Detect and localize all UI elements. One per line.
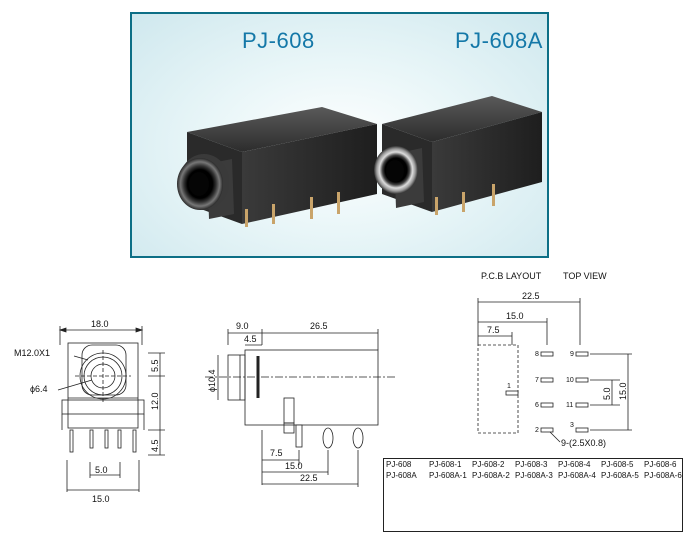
dim-front-right-bottom: 4.5 — [150, 439, 160, 452]
pcb-hole-note: 9-(2.5X0.8) — [561, 438, 606, 448]
table-cell-r1c7: PJ-608-6 — [644, 460, 677, 469]
table-cell-r2c7: PJ-608A-6 — [644, 471, 682, 480]
jack-photo-right — [374, 96, 542, 215]
dim-pcb-15v: 15.0 — [618, 382, 628, 400]
dim-side-45: 4.5 — [244, 334, 257, 344]
dim-side-15: 15.0 — [285, 461, 303, 471]
dim-front-right-top: 5.5 — [150, 359, 160, 372]
product-photo-panel: PJ-608 PJ-608A — [130, 12, 549, 258]
dim-front-hole: ϕ6.4 — [30, 384, 48, 394]
model-title-left: PJ-608 — [242, 28, 315, 53]
table-cell-r2c5: PJ-608A-4 — [558, 471, 596, 480]
table-cell-r1c4: PJ-608-3 — [515, 460, 548, 469]
dim-pcb-5: 5.0 — [602, 387, 612, 400]
dim-pcb-15: 15.0 — [506, 311, 524, 321]
dim-front-right-mid: 12.0 — [150, 392, 160, 410]
side-view — [205, 329, 395, 487]
table-cell-r2c1: PJ-608A — [386, 471, 417, 480]
pcb-pin-11: 11 — [566, 402, 573, 409]
dim-front-width: 18.0 — [91, 319, 109, 329]
dim-side-265: 26.5 — [310, 321, 328, 331]
jack-photo-left — [177, 107, 377, 227]
pcb-pin-7: 7 — [535, 377, 539, 384]
top-view-label: TOP VIEW — [563, 271, 607, 281]
dim-side-225: 22.5 — [300, 473, 318, 483]
pcb-pin-10: 10 — [566, 377, 574, 384]
pcb-pin-9: 9 — [570, 351, 574, 358]
pcb-layout-label: P.C.B LAYOUT — [481, 271, 542, 281]
table-cell-r2c4: PJ-608A-3 — [515, 471, 553, 480]
dim-side-9: 9.0 — [236, 321, 249, 331]
pcb-pin-1: 1 — [507, 383, 511, 390]
table-cell-r2c3: PJ-608A-2 — [472, 471, 510, 480]
table-cell-r2c2: PJ-608A-1 — [429, 471, 467, 480]
front-view — [57, 326, 165, 492]
photo-illustration — [177, 96, 542, 227]
model-title-right: PJ-608A — [455, 28, 543, 53]
table-cell-r2c6: PJ-608A-5 — [601, 471, 639, 480]
pcb-pin-8: 8 — [535, 351, 539, 358]
model-table: PJ-608 PJ-608-1 PJ-608-2 PJ-608-3 PJ-608… — [383, 458, 683, 532]
table-cell-r1c2: PJ-608-1 — [429, 460, 462, 469]
table-cell-r1c3: PJ-608-2 — [472, 460, 505, 469]
pcb-pin-6: 6 — [535, 402, 539, 409]
pcb-layout — [477, 298, 632, 443]
table-cell-r1c5: PJ-608-4 — [558, 460, 591, 469]
table-cell-r1c6: PJ-608-5 — [601, 460, 634, 469]
dim-front-span: 15.0 — [92, 494, 110, 504]
dim-pcb-75: 7.5 — [487, 325, 500, 335]
dim-side-dia: ϕ10.4 — [207, 369, 217, 392]
pcb-pin-2: 2 — [535, 427, 539, 434]
dim-side-75: 7.5 — [270, 448, 283, 458]
pcb-pin-3: 3 — [570, 422, 574, 429]
dim-front-thread: M12.0X1 — [14, 348, 50, 358]
dim-pcb-225: 22.5 — [522, 291, 540, 301]
dim-front-pitch: 5.0 — [95, 465, 108, 475]
table-cell-r1c1: PJ-608 — [386, 460, 412, 469]
